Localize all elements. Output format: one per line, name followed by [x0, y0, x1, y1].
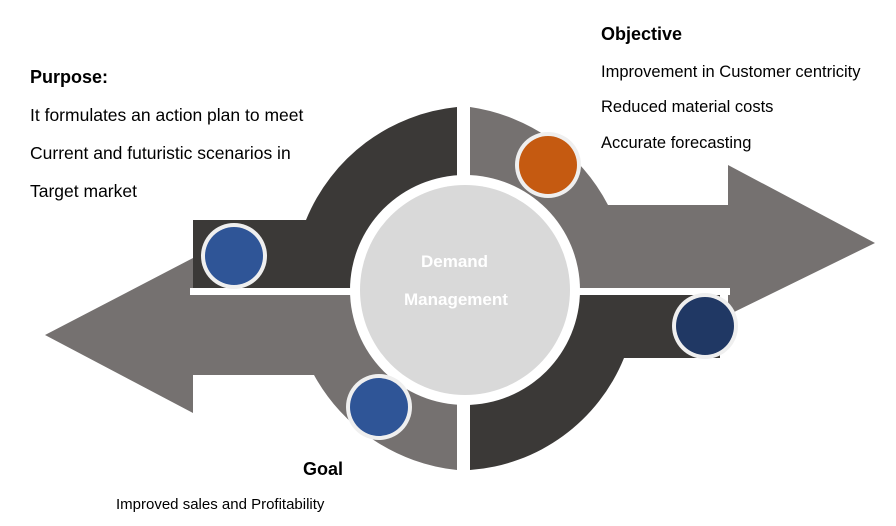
purpose-line: Target market — [30, 181, 137, 201]
orange-marker — [515, 132, 581, 198]
navy-marker-right — [672, 293, 738, 359]
blue-marker-left — [201, 223, 267, 289]
blue-marker-bottom — [346, 374, 412, 440]
objective-line: Improvement in Customer centricity — [601, 63, 861, 81]
objective-line: Accurate forecasting — [601, 134, 752, 152]
purpose-line: Current and futuristic scenarios in — [30, 143, 291, 163]
purpose-heading: Purpose: — [30, 67, 109, 87]
center-circle — [360, 185, 570, 395]
goal-line: Improved sales and Profitability — [116, 496, 325, 513]
center-label-line2: Management — [404, 290, 508, 309]
objective-line: Reduced material costs — [601, 98, 774, 116]
center-label-line1: Demand — [421, 252, 489, 271]
purpose-line: It formulates an action plan to meet — [30, 105, 304, 125]
objective-heading: Objective — [601, 24, 683, 44]
goal-heading: Goal — [303, 459, 344, 479]
